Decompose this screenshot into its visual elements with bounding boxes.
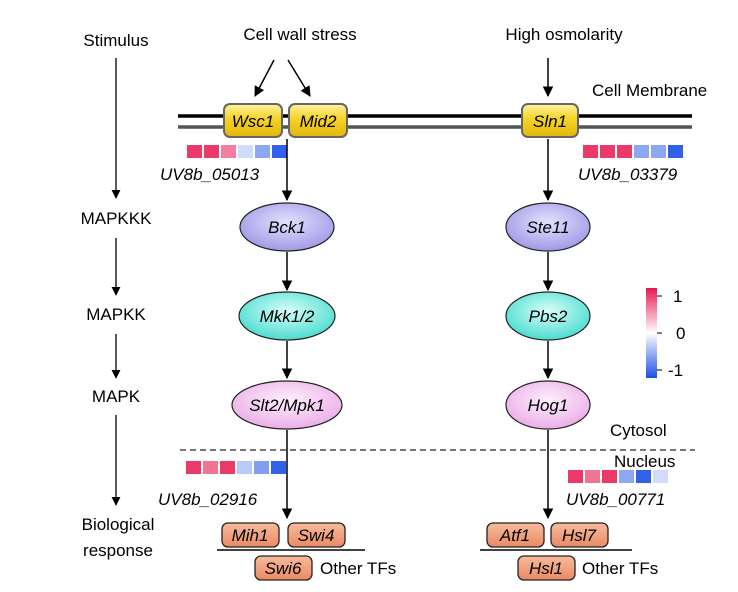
mapkk-level-label: MAPKK: [86, 305, 146, 324]
mih1-tf: [221, 522, 280, 548]
hsl7-tf: [550, 522, 609, 548]
uv8b-00771-cell-2: [585, 470, 600, 483]
cell-membrane-label: Cell Membrane: [592, 81, 707, 100]
atf1-tf: [486, 522, 545, 548]
uv8b-02916-cell-5: [254, 461, 269, 474]
cytosol-label: Cytosol: [610, 421, 667, 440]
high-osmolarity-label: High osmolarity: [505, 25, 623, 44]
pbs2-label: Pbs2: [529, 307, 568, 326]
wsc1-label: Wsc1: [232, 112, 275, 131]
uv8b-05013-cell-1: [187, 145, 202, 158]
cell-wall-stress-label: Cell wall stress: [243, 25, 356, 44]
gene-id-uv8b-00771: UV8b_00771: [566, 490, 665, 509]
uv8b-03379-cell-4: [634, 145, 649, 158]
uv8b-03379-cell-6: [668, 145, 683, 158]
slt2-mpk1-label: Slt2/Mpk1: [249, 396, 325, 415]
uv8b-00771-cell-1: [568, 470, 583, 483]
wsc1-sensor: [223, 103, 283, 138]
mapkkk-level-label: MAPKKK: [81, 209, 153, 228]
uv8b-03379-cell-5: [651, 145, 666, 158]
sln1-label: Sln1: [533, 112, 567, 131]
uv8b-02916-cell-1: [186, 461, 201, 474]
swi4-tf: [287, 522, 346, 548]
uv8b-02916-cell-2: [203, 461, 218, 474]
gene-id-uv8b-02916: UV8b_02916: [158, 490, 258, 509]
uv8b-05013-cell-3: [221, 145, 236, 158]
mid2-label: Mid2: [300, 112, 337, 131]
stimulus-label: Stimulus: [83, 31, 148, 50]
uv8b-00771-cell-3: [602, 470, 617, 483]
bck1-node: [239, 202, 335, 252]
hog1-label: Hog1: [528, 396, 569, 415]
mkk1-2-label: Mkk1/2: [260, 307, 315, 326]
uv8b-02916-cell-3: [220, 461, 235, 474]
uv8b-05013-cell-6: [272, 145, 287, 158]
heatmap-uv8b-05013: [187, 145, 287, 158]
uv8b-03379-cell-3: [617, 145, 632, 158]
scale-max-label: 1: [673, 287, 682, 306]
hsl1-label: Hsl1: [529, 559, 563, 578]
os-other-tfs-label: Other TFs: [582, 559, 658, 578]
ste11-label: Ste11: [526, 218, 569, 237]
mapk-level-label: MAPK: [92, 387, 141, 406]
color-scale-bar: [646, 288, 657, 378]
uv8b-02916-cell-6: [271, 461, 286, 474]
hsl1-tf: [517, 555, 576, 581]
uv8b-00771-cell-6: [653, 470, 668, 483]
hsl7-label: Hsl7: [562, 526, 597, 545]
gene-id-uv8b-05013: UV8b_05013: [160, 165, 260, 184]
uv8b-02916-cell-4: [237, 461, 252, 474]
ste11-node: [505, 202, 591, 252]
uv8b-05013-cell-2: [204, 145, 219, 158]
uv8b-03379-cell-1: [583, 145, 598, 158]
wsc1-stimulus-arrow: [254, 59, 275, 97]
scale-min-label: -1: [668, 361, 683, 380]
mkk1-2-node: [238, 291, 336, 341]
uv8b-03379-cell-2: [600, 145, 615, 158]
uv8b-00771-cell-5: [636, 470, 651, 483]
swi6-tf: [254, 555, 313, 581]
mid2-sensor: [288, 103, 348, 138]
nucleus-label: Nucleus: [614, 452, 675, 471]
mih1-label: Mih1: [232, 526, 269, 545]
pbs2-node: [505, 291, 591, 341]
sln1-sensor: [521, 103, 579, 138]
uv8b-05013-cell-4: [238, 145, 253, 158]
hog1-node: [505, 380, 591, 430]
biological-label: Biological: [82, 515, 155, 534]
response-label: response: [83, 541, 153, 560]
mid2-stimulus-arrow: [287, 59, 311, 97]
uv8b-05013-cell-5: [255, 145, 270, 158]
slt2-mpk1-node: [231, 380, 343, 430]
swi4-label: Swi4: [298, 526, 335, 545]
bck1-label: Bck1: [268, 218, 306, 237]
uv8b-00771-cell-4: [619, 470, 634, 483]
heatmap-uv8b-02916: [186, 461, 286, 474]
heatmap-uv8b-00771: [568, 470, 668, 483]
cw-other-tfs-label: Other TFs: [320, 559, 396, 578]
gene-id-uv8b-03379: UV8b_03379: [578, 165, 678, 184]
swi6-label: Swi6: [265, 559, 302, 578]
heatmap-uv8b-03379: [583, 145, 683, 158]
atf1-label: Atf1: [499, 526, 530, 545]
scale-mid-label: 0: [676, 324, 685, 343]
